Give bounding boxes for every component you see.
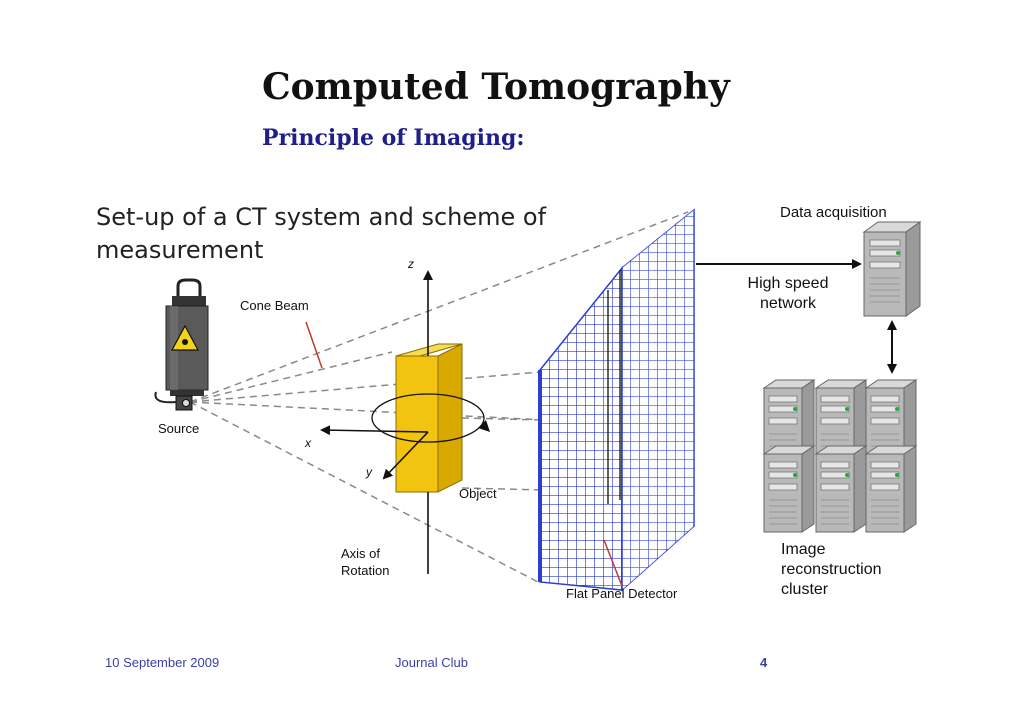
high-speed-network-label: High speed network — [740, 274, 836, 314]
cone-beam-lines — [189, 211, 689, 584]
cluster-server — [814, 445, 868, 533]
x-axis-arrow — [320, 425, 429, 436]
footer-center: Journal Club — [395, 655, 468, 670]
slide-subtitle: Principle of Imaging: — [262, 125, 525, 151]
slide-heading: Set-up of a CT system and scheme of meas… — [96, 201, 546, 267]
image-reconstruction-label: Image reconstruction cluster — [781, 540, 882, 600]
y-axis-label: y — [366, 465, 372, 479]
object-cuboid — [395, 343, 463, 493]
image-reconstruction-line-2: reconstruction — [781, 561, 882, 578]
rotation-ellipse — [371, 393, 485, 443]
flat-panel-detector — [538, 208, 695, 592]
data-acquisition-label: Data acquisition — [780, 204, 887, 221]
cone-beam-label: Cone Beam — [240, 298, 309, 313]
source-label: Source — [158, 421, 200, 436]
axis-of-rotation-line-1: Axis of — [341, 546, 381, 561]
heading-line-1: Set-up of a CT system and scheme of — [96, 203, 547, 231]
detector-pointer — [603, 539, 623, 587]
object-label: Object — [459, 486, 497, 501]
axis-of-rotation-label: Axis of Rotation — [341, 545, 389, 579]
image-reconstruction-cluster — [762, 379, 918, 533]
data-acquisition-server — [862, 221, 922, 317]
high-speed-line-1: High speed — [747, 275, 829, 292]
flat-panel-detector-label: Flat Panel Detector — [566, 586, 678, 601]
cluster-server — [864, 445, 918, 533]
x-axis-label: x — [305, 436, 311, 450]
slide-title: Computed Tomography — [262, 66, 730, 108]
footer-date: 10 September 2009 — [105, 655, 220, 670]
high-speed-line-2: network — [759, 295, 817, 312]
rotation-arrowhead — [478, 420, 490, 432]
radiation-warning-icon — [170, 324, 200, 351]
image-reconstruction-line-3: cluster — [781, 581, 829, 598]
image-reconstruction-line-1: Image — [781, 541, 826, 558]
cluster-server — [762, 445, 816, 533]
y-axis-arrow — [382, 431, 429, 480]
cone-beam-pointer — [305, 321, 323, 369]
heading-line-2: measurement — [96, 236, 264, 264]
z-axis-label: z — [408, 257, 414, 271]
page-number: 4 — [760, 655, 768, 670]
axis-of-rotation-line-2: Rotation — [341, 563, 390, 578]
xray-source — [154, 278, 209, 411]
